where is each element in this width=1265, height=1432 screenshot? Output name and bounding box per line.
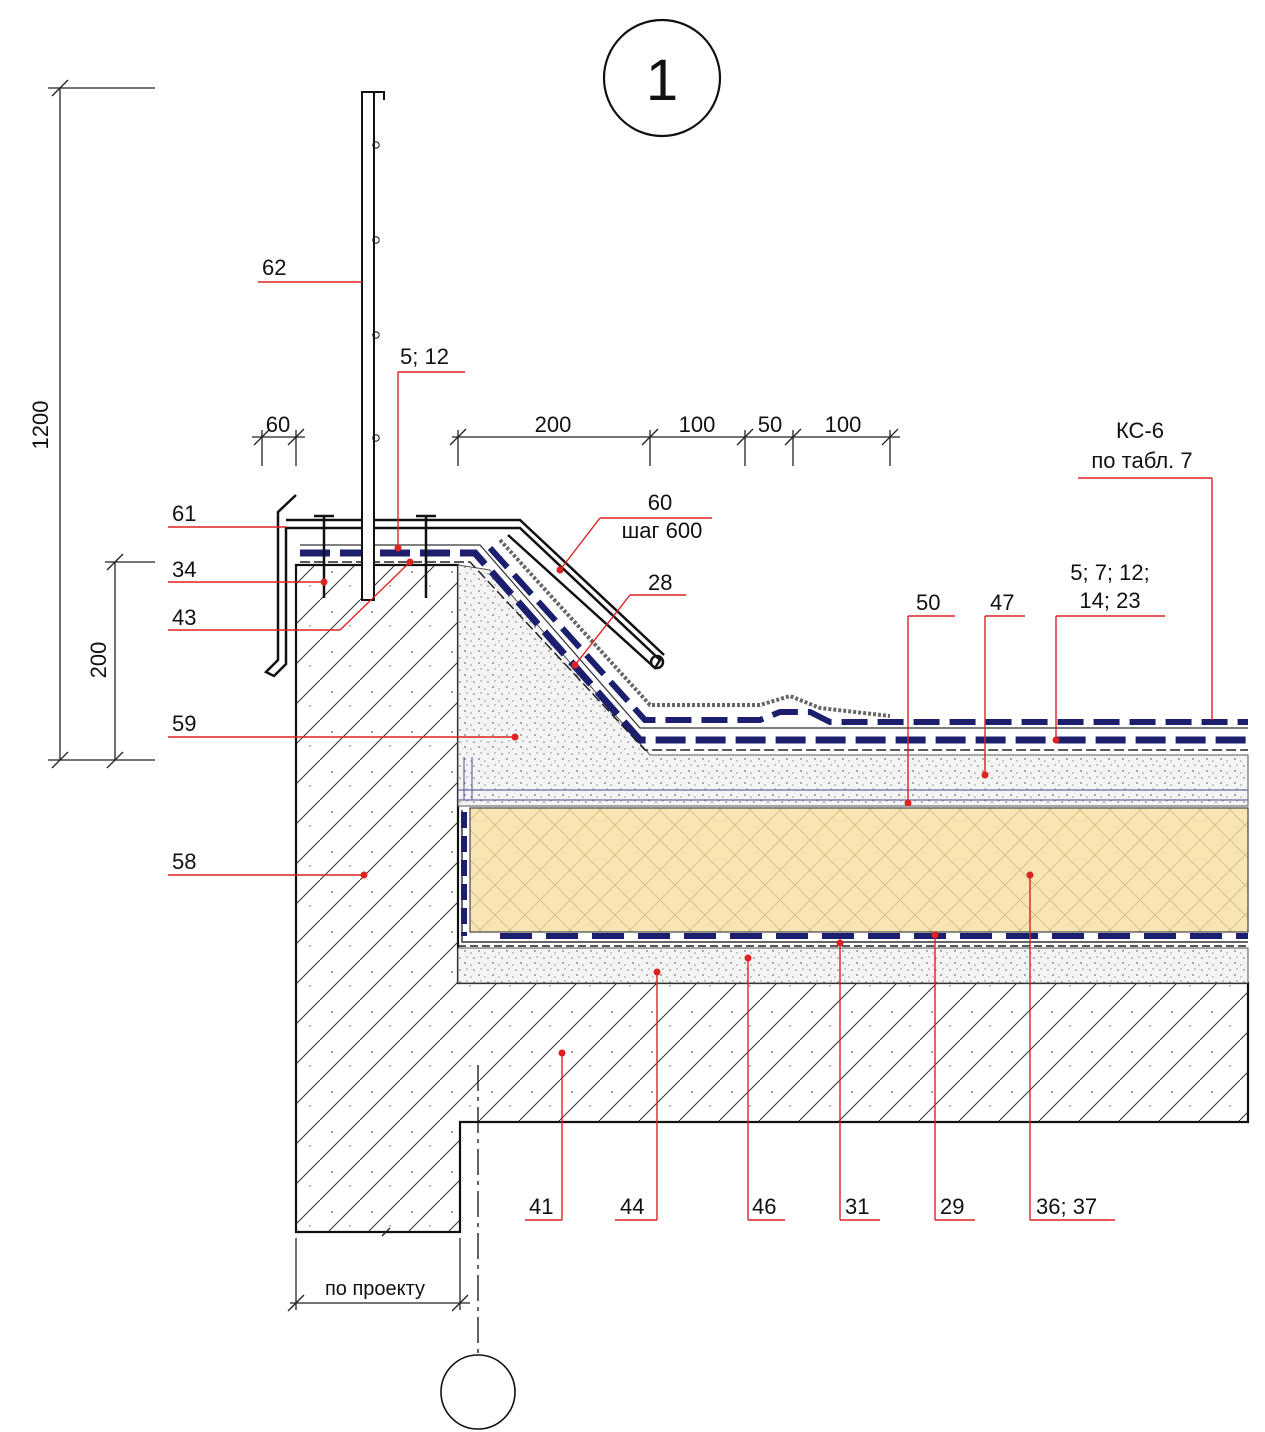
callout-59: 59 [172,711,196,736]
railing-post [361,91,385,601]
dim-100a: 100 [679,412,716,437]
callout-36-37: 36; 37 [1036,1194,1097,1219]
callout-5-7-12-line1: 5; 7; 12; [1070,560,1150,585]
callout-34: 34 [172,557,196,582]
dim-parapet-height: 200 [86,642,111,679]
callout-29: 29 [940,1194,964,1219]
leader-dots-right [556,566,1060,807]
dim-bottom: по проекту [325,1278,425,1300]
grid-axis [440,1065,516,1430]
dim-total-height: 1200 [28,401,53,450]
dim-100b: 100 [825,412,862,437]
detail-number: 1 [646,48,678,113]
concrete-structure [294,563,1250,1234]
callout-62: 62 [262,255,286,280]
callout-ks6-line2: по табл. 7 [1091,448,1192,473]
callout-44: 44 [620,1194,644,1219]
callout-46: 46 [752,1194,776,1219]
callout-61: 61 [172,501,196,526]
leader-dots-bottom [558,871,1034,1057]
leader-dots-left [320,544,519,879]
callout-5-12: 5; 12 [400,344,449,369]
callout-60-step: шаг 600 [622,518,703,543]
callout-ks6-line1: КС-6 [1116,418,1164,443]
leaders-right [559,477,1213,803]
dim-lip: 60 [266,412,290,437]
callout-43: 43 [172,605,196,630]
callout-50: 50 [916,590,940,615]
dimension-lines [48,79,900,1312]
leaders-left [168,281,515,876]
dim-50: 50 [758,412,782,437]
callout-28: 28 [648,570,672,595]
callout-31: 31 [845,1194,869,1219]
callout-41: 41 [529,1194,553,1219]
vapour-barrier [458,810,1248,947]
dim-200: 200 [535,412,572,437]
leaders-bottom [525,875,1115,1221]
roof-membrane [300,538,1248,751]
callout-47: 47 [990,590,1014,615]
callout-58: 58 [172,849,196,874]
insulation-layer [469,807,1249,933]
detail-marker: 1 [602,18,722,138]
slope-screed [457,564,1249,984]
callout-5-7-12-line2: 14; 23 [1079,588,1140,613]
callout-60: 60 [648,490,672,515]
